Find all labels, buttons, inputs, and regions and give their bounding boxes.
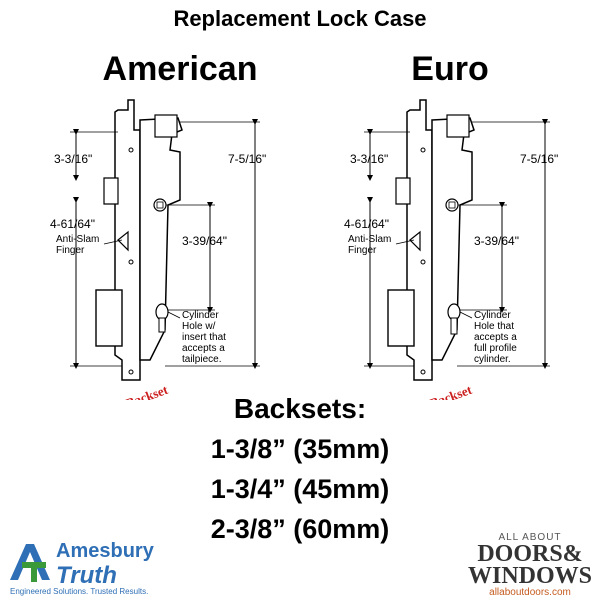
backsets-title: Backsets: [233, 393, 367, 424]
american-anti-slam-finger [117, 230, 129, 252]
truth-brand: Truth [56, 562, 117, 589]
american-cyl-line-3: insert that [182, 332, 226, 343]
backset-60mm: 2-3/8” (60mm) [210, 514, 390, 544]
euro-spindle-inner [448, 201, 456, 209]
amesbury-brand: Amesbury [56, 540, 154, 562]
lock-case-diagrams: 3-3/16" 7-5/16" 4-61/64" 3-39/64" Anti-S… [50, 99, 558, 400]
american-dim-4-61-64: 4-61/64" [50, 217, 95, 231]
euro-note-anti-slam: Anti-Slam [348, 234, 391, 245]
all-about-text: ALL ABOUT [498, 532, 562, 543]
euro-cyl-line-5: cylinder. [474, 354, 511, 365]
american-note-anti-slam: Anti-Slam [56, 234, 99, 245]
american-cyl-line-5: tailpiece. [182, 354, 221, 365]
euro-cyl-line-2: Hole that [474, 321, 514, 332]
american-dim-3-3-16: 3-3/16" [54, 152, 92, 166]
american-lock-case: 3-3/16" 7-5/16" 4-61/64" 3-39/64" Anti-S… [50, 99, 266, 400]
euro-deadbolt [387, 289, 415, 347]
american-dim-3-39-64: 3-39/64" [182, 234, 227, 248]
backset-45mm: 1-3/4” (45mm) [210, 474, 390, 504]
euro-cyl-line-1: Cylinder [474, 310, 511, 321]
doors-text: DOORS& [477, 541, 583, 567]
euro-note-finger: Finger [348, 245, 377, 256]
american-dim-7-5-16: 7-5/16" [228, 152, 266, 166]
euro-case-body [431, 117, 475, 361]
euro-latch [395, 177, 411, 205]
euro-cyl-line-3: accepts a [474, 332, 517, 343]
euro-dim-3-3-16: 3-3/16" [350, 152, 388, 166]
page-title: Replacement Lock Case [173, 6, 427, 31]
euro-cyl-line-4: full profile [474, 343, 517, 354]
american-latch [103, 177, 119, 205]
american-cylinder-slot [158, 317, 166, 333]
american-top-hook [154, 114, 178, 138]
american-cyl-line-4: accepts a [182, 343, 225, 354]
euro-heading: Euro [411, 50, 489, 88]
euro-cylinder-slot [450, 317, 458, 335]
american-spindle-inner [156, 201, 164, 209]
american-case-body [139, 117, 183, 361]
american-cyl-line-1: Cylinder [182, 310, 219, 321]
amesbury-truth-logo-icon [10, 544, 50, 582]
american-spindle [153, 198, 167, 212]
amesbury-tagline: Engineered Solutions. Trusted Results. [10, 587, 149, 596]
all-about-doors-logo: ALL ABOUT DOORS& WINDOWS allaboutdoors.c… [460, 532, 600, 598]
euro-anti-slam-finger [409, 230, 421, 252]
backset-35mm: 1-3/8” (35mm) [210, 434, 390, 464]
site-url: allaboutdoors.com [489, 587, 571, 598]
american-cyl-line-2: Hole w/ [182, 321, 216, 332]
euro-dim-3-39-64: 3-39/64" [474, 234, 519, 248]
american-heading: American [102, 50, 258, 88]
euro-dim-7-5-16: 7-5/16" [520, 152, 558, 166]
american-note-finger: Finger [56, 245, 85, 256]
euro-top-hook [446, 114, 470, 138]
windows-text: WINDOWS [467, 563, 593, 589]
american-deadbolt [95, 289, 123, 347]
euro-lock-case: 3-3/16" 7-5/16" 4-61/64" 3-39/64" Anti-S… [344, 99, 558, 400]
euro-dim-4-61-64: 4-61/64" [344, 217, 389, 231]
euro-spindle [445, 198, 459, 212]
